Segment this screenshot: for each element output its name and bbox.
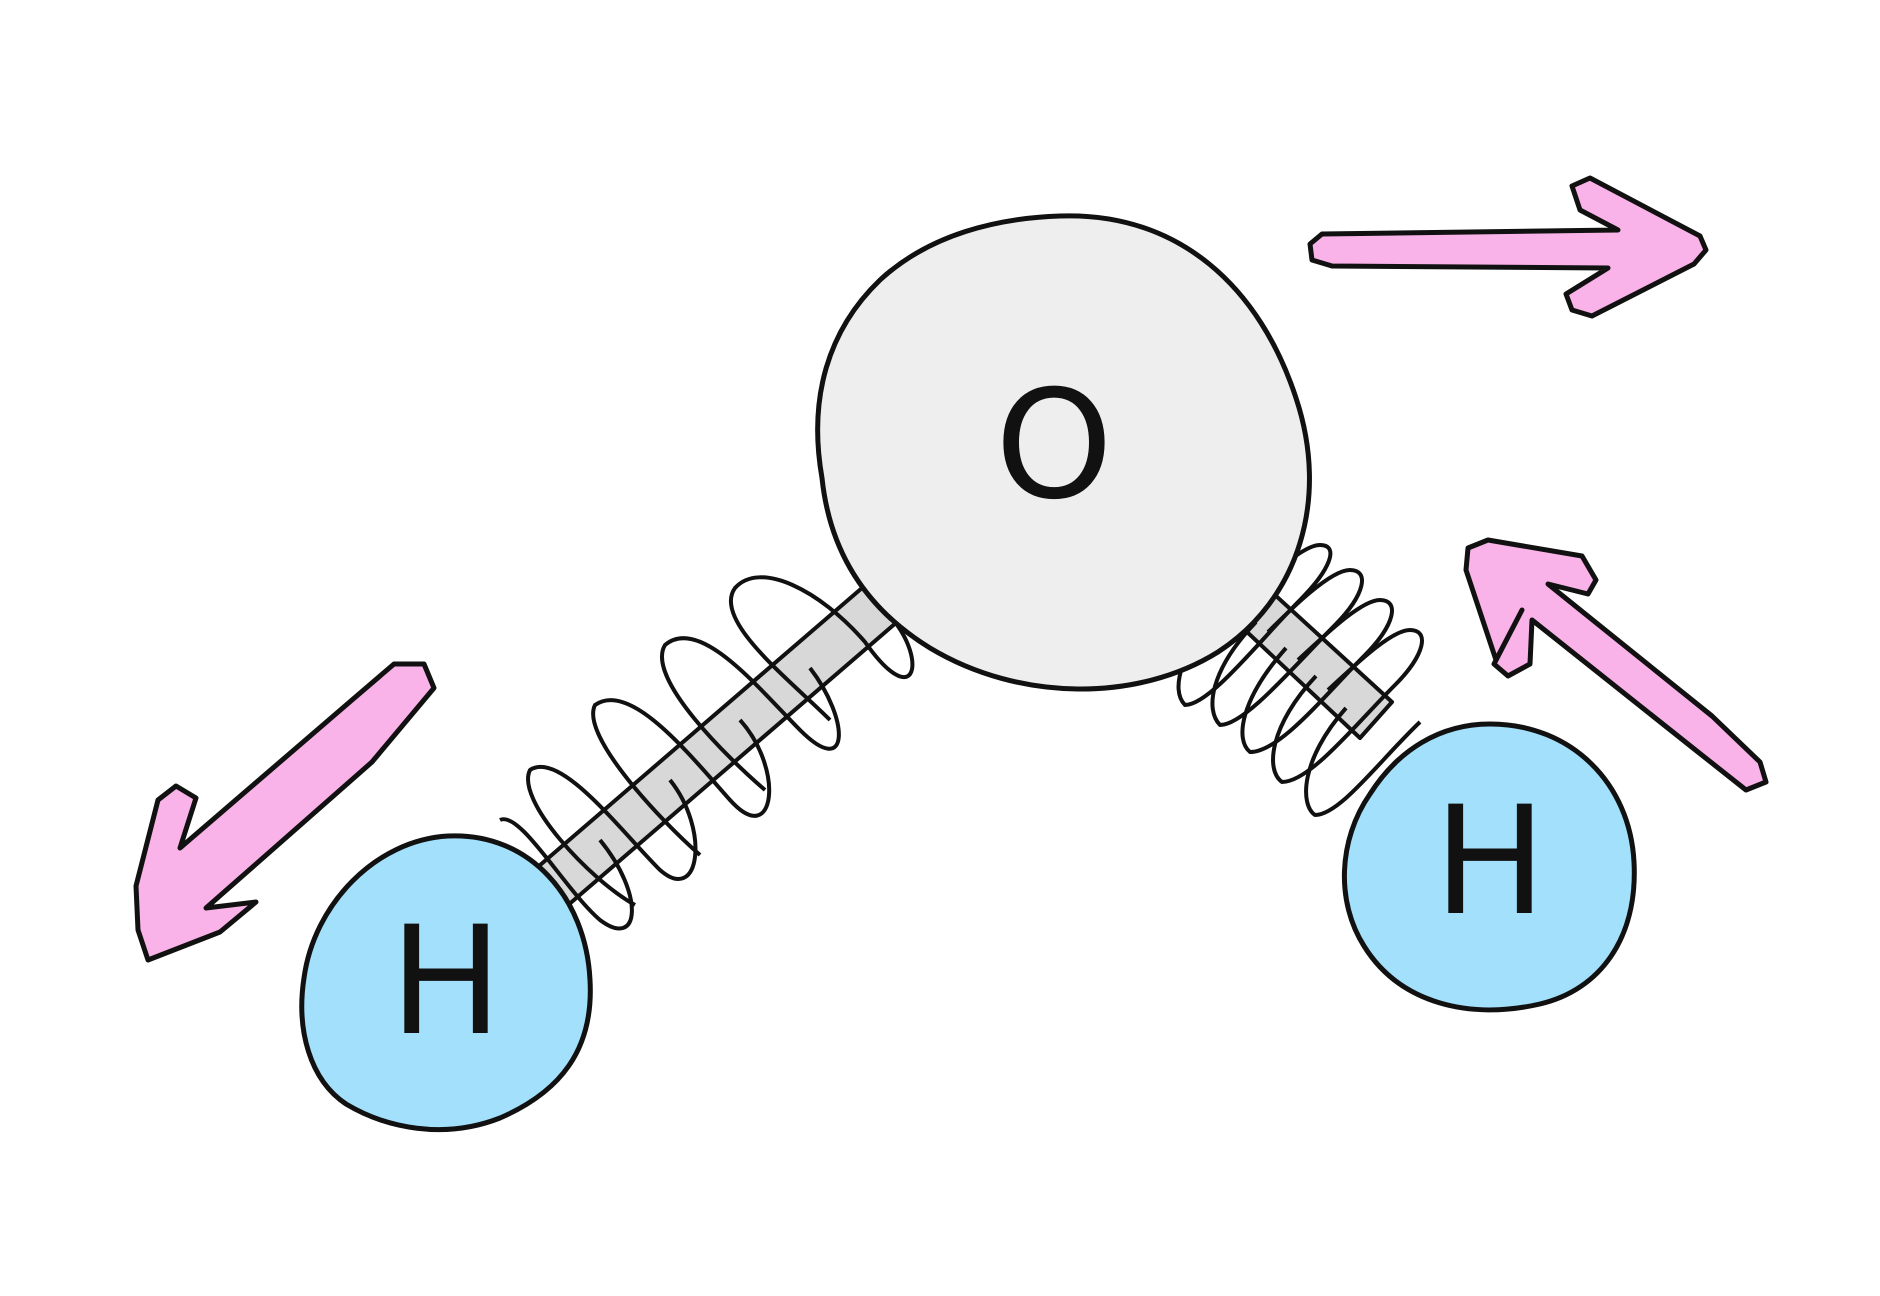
hydrogen-atom-left: H — [299, 833, 593, 1133]
hydrogen-left-label: H — [390, 895, 503, 1069]
hydrogen-right-label: H — [1434, 775, 1547, 949]
bond-left — [499, 575, 915, 931]
bond-left-coil-2 — [660, 636, 841, 792]
hydrogen-atom-right-body — [1342, 721, 1637, 1013]
hydrogen-atom-right: H — [1342, 721, 1637, 1013]
hydrogen-atom-left-body — [299, 833, 593, 1133]
bond-right-coil-5 — [1304, 706, 1422, 817]
arrow-left-down — [133, 661, 437, 963]
arrow-right — [1307, 175, 1709, 319]
oxygen-atom-body — [815, 213, 1312, 692]
bond-left-rod — [530, 586, 899, 908]
bond-left-coil-1 — [728, 575, 915, 722]
oxygen-atom: O — [815, 213, 1312, 692]
bond-right-coil-4 — [1271, 628, 1424, 784]
bond-left-coil-4 — [526, 765, 698, 907]
bond-left-coil-5 — [499, 817, 634, 931]
arrow-up-left — [1463, 537, 1769, 793]
oxygen-label: O — [995, 359, 1113, 533]
bond-left-coil-3 — [591, 698, 772, 857]
